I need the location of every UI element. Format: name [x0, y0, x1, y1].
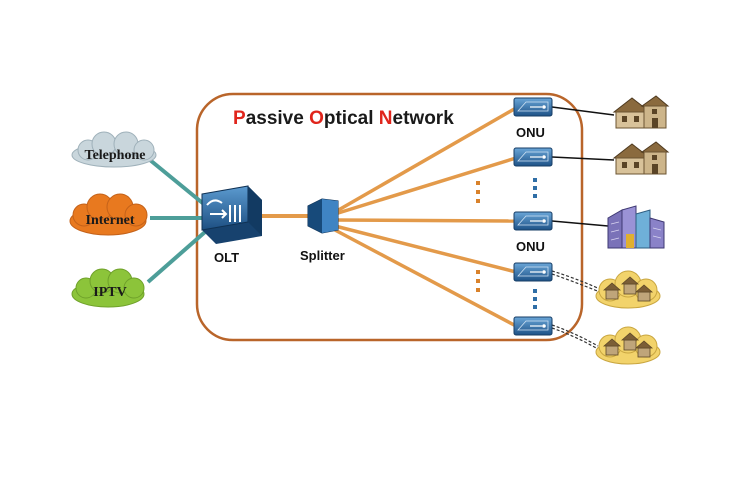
olt-label: OLT — [214, 250, 239, 265]
house-icon — [612, 95, 670, 129]
iptv-label: IPTV — [93, 285, 126, 300]
splitter-label: Splitter — [300, 248, 345, 263]
wireless-links — [551, 270, 601, 350]
community-icon — [595, 326, 661, 365]
community-icon — [595, 270, 661, 309]
page-title: Passive Optical Network — [233, 108, 454, 129]
internet-cloud: Internet — [69, 193, 148, 236]
internet-label: Internet — [86, 213, 135, 228]
drop-links — [551, 106, 615, 227]
onu-device — [513, 211, 553, 231]
telephone-label: Telephone — [85, 148, 146, 163]
onu-label-top: ONU — [516, 125, 545, 140]
telephone-cloud: Telephone — [71, 131, 157, 168]
onu-device — [513, 316, 553, 336]
fiber-ellipsis — [476, 181, 480, 292]
iptv-cloud: IPTV — [71, 268, 145, 308]
building-icon — [607, 205, 665, 249]
house-icon — [612, 141, 670, 175]
onu-device — [513, 147, 553, 167]
onu-device — [513, 97, 553, 117]
onu-label-middle: ONU — [516, 239, 545, 254]
fiber-links — [334, 106, 517, 328]
onu-device — [513, 262, 553, 282]
service-links — [146, 158, 207, 284]
splitter-device: Splitter — [300, 198, 345, 263]
onu-ellipsis — [533, 178, 537, 309]
olt-device: OLT — [201, 185, 262, 265]
